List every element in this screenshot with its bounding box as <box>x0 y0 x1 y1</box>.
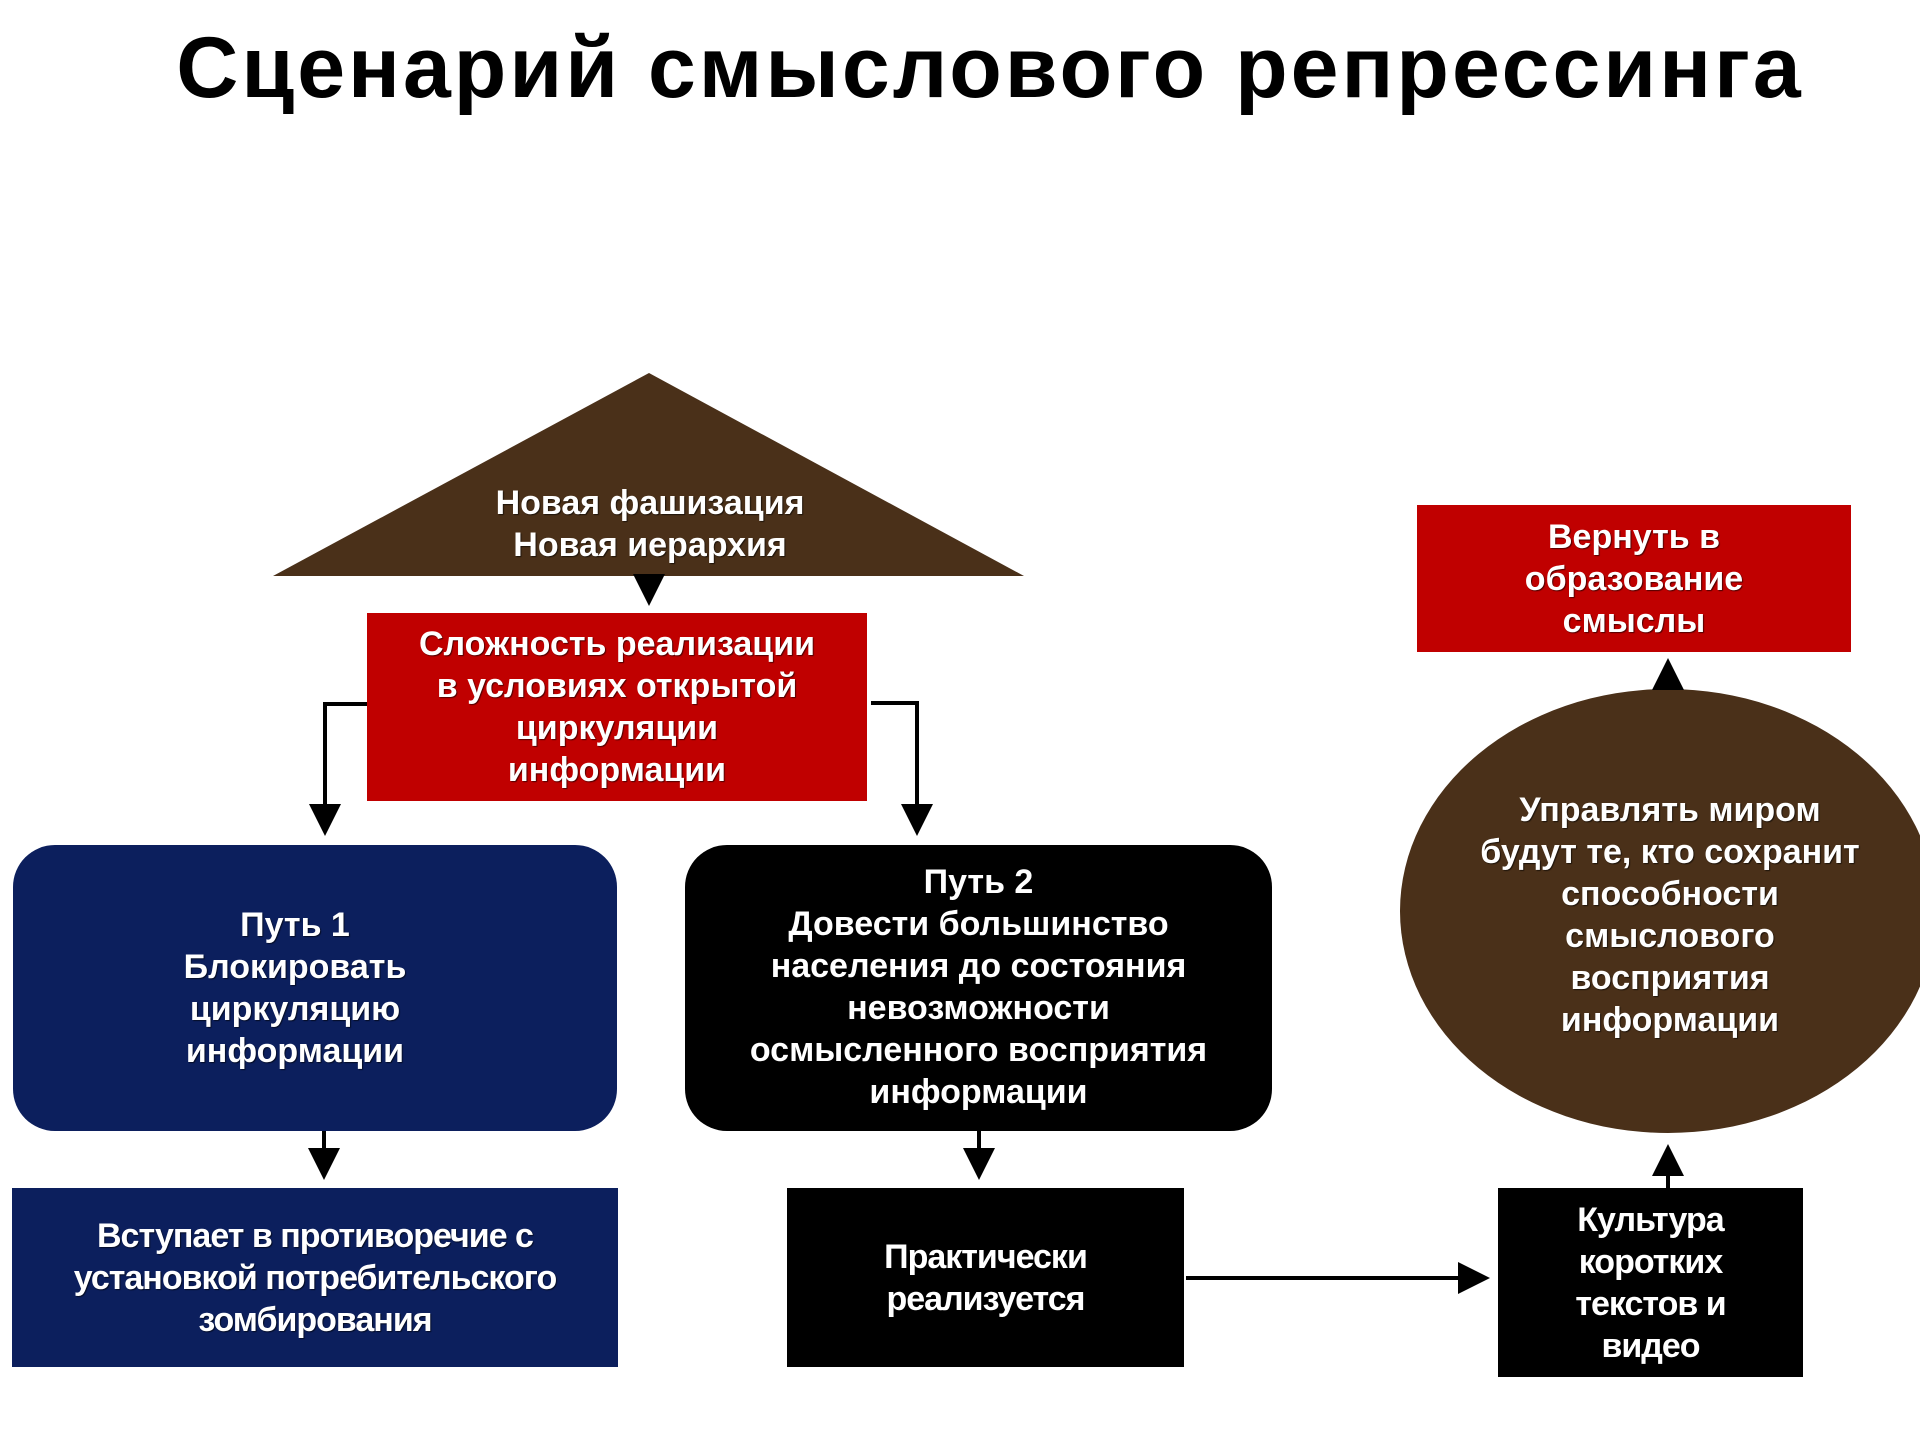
path2-node-label: Путь 2 Довести большинство населения до … <box>749 863 1208 1111</box>
hierarchy-triangle <box>273 373 1024 576</box>
rule-world-node-label: Управлять миром будут те, кто сохранит с… <box>1480 791 1860 1039</box>
return-meaning-node-label: Вернуть в образование смыслы <box>1524 517 1744 640</box>
path1-node: Путь 1 Блокировать циркуляцию информации <box>13 845 617 1131</box>
contradiction-node: Вступает в противоречие с установкой пот… <box>12 1188 618 1367</box>
complexity-node: Сложность реализации в условиях открытой… <box>367 613 867 801</box>
short-culture-node-label: Культура коротких текстов и видео <box>1575 1200 1726 1365</box>
practically-node: Практически реализуется <box>787 1188 1184 1367</box>
short-culture-node: Культура коротких текстов и видео <box>1498 1188 1803 1377</box>
edge-complexity-to-path1 <box>309 702 367 836</box>
contradiction-node-label: Вступает в противоречие с установкой пот… <box>73 1216 557 1339</box>
rule-world-node: Управлять миром будут те, кто сохранит с… <box>1410 770 1920 1060</box>
hierarchy-node-label: Новая фашизация Новая иерархия <box>495 484 805 564</box>
return-meaning-node: Вернуть в образование смыслы <box>1417 505 1851 652</box>
complexity-node-label: Сложность реализации в условиях открытой… <box>418 625 816 789</box>
path2-node: Путь 2 Довести большинство населения до … <box>685 845 1272 1131</box>
rule-world-ellipse <box>1400 689 1920 1133</box>
practically-node-label: Практически реализуется <box>884 1237 1088 1318</box>
slide-title: Сценарий смыслового репрессинга <box>176 20 1804 116</box>
edge-complexity-to-path2 <box>871 701 933 836</box>
path1-node-label: Путь 1 Блокировать циркуляцию информации <box>183 906 407 1070</box>
